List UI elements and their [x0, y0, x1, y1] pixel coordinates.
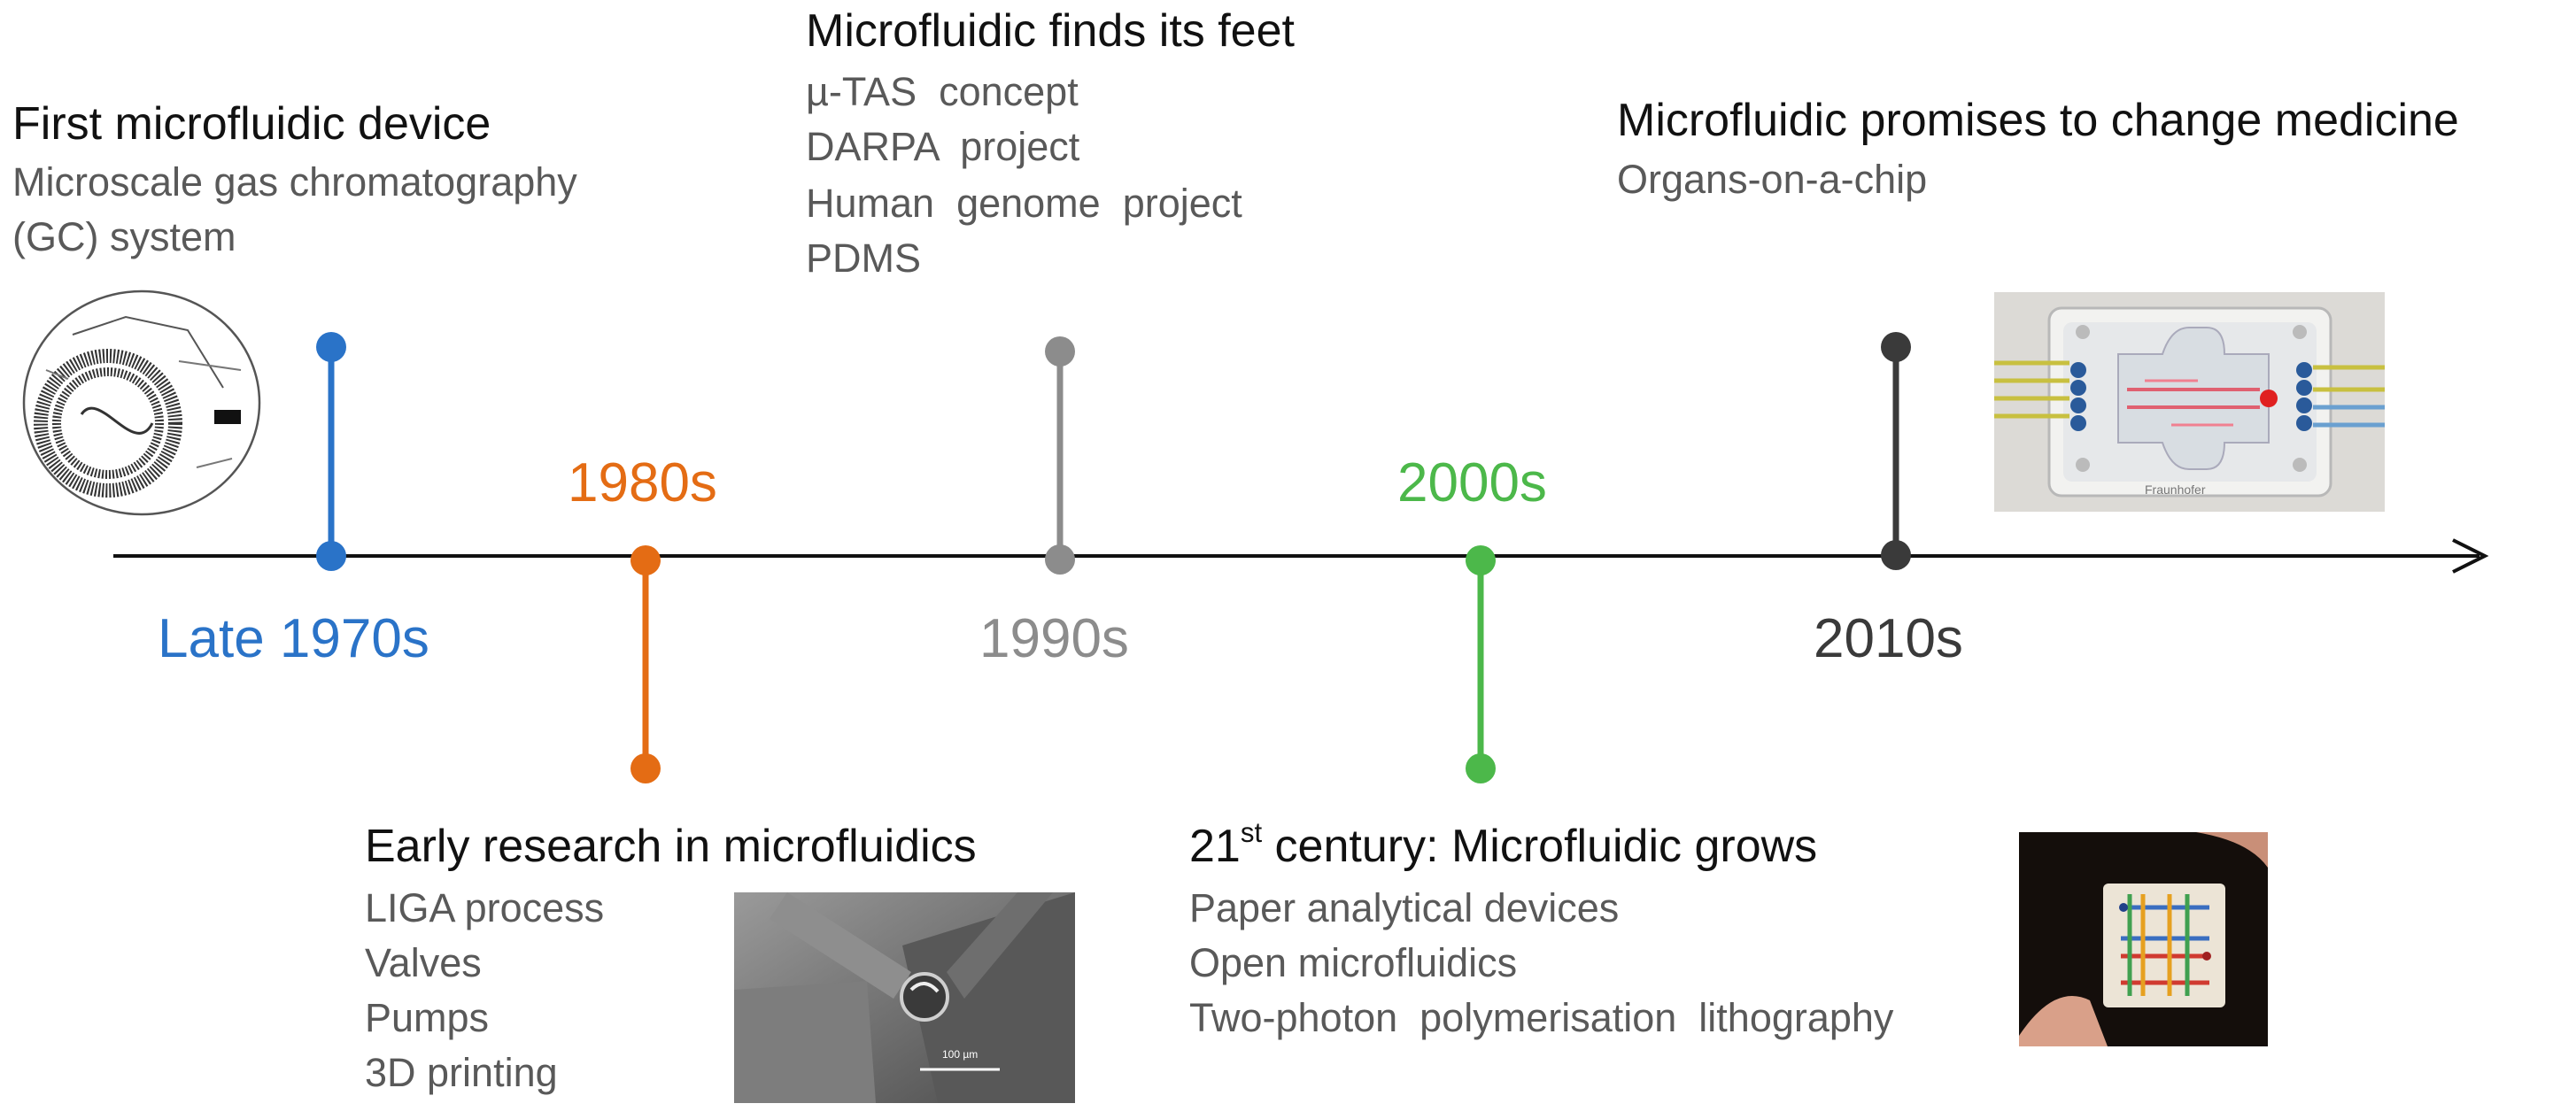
- event-item: Human genome project: [806, 181, 1242, 226]
- year-label-late1970s: Late 1970s: [158, 608, 429, 669]
- event-item: 3D printing: [365, 1050, 558, 1095]
- event-item: µ-TAS concept: [806, 69, 1079, 114]
- event-item: Open microfluidics: [1189, 940, 1518, 985]
- timeline-arrowhead: [2452, 538, 2489, 574]
- event-title-1990s: Microfluidic finds its feet: [806, 5, 1295, 57]
- scale-bar-label: 100 µm: [942, 1048, 979, 1061]
- marker-1990s: [1045, 336, 1075, 575]
- event-item: DARPA project: [806, 124, 1080, 169]
- sem-micrograph-image: 100 µm: [734, 892, 1075, 1103]
- event-item: (GC) system: [12, 214, 236, 259]
- year-label-2000s: 2000s: [1397, 452, 1547, 513]
- event-item: Valves: [365, 940, 482, 985]
- year-label-1980s: 1980s: [568, 452, 717, 513]
- paper-chip-image: [2019, 832, 2268, 1046]
- event-title-2010s: Microfluidic promises to change medicine: [1617, 95, 2459, 146]
- gas-chromatography-diagram: [22, 289, 261, 516]
- marker-late1970s: [316, 332, 346, 571]
- event-item: Paper analytical devices: [1189, 885, 1620, 930]
- event-item: LIGA process: [365, 885, 605, 930]
- event-title-late1970s: First microfluidic device: [12, 98, 491, 150]
- organ-chip-brand-label: Fraunhofer: [2145, 482, 2206, 497]
- marker-2000s: [1466, 545, 1496, 783]
- event-title-1980s: Early research in microfluidics: [365, 821, 977, 872]
- event-title-2000s: 21st century: Microfluidic grows: [1189, 817, 1818, 872]
- event-item: PDMS: [806, 235, 922, 281]
- event-item: Organs-on-a-chip: [1617, 157, 1928, 202]
- event-item: Microscale gas chromatography: [12, 159, 577, 205]
- event-item: Pumps: [365, 995, 490, 1040]
- year-label-2010s: 2010s: [1814, 608, 1963, 669]
- year-label-1990s: 1990s: [979, 608, 1129, 669]
- organ-on-chip-image: Fraunhofer: [1994, 292, 2385, 512]
- marker-2010s: [1881, 332, 1911, 570]
- marker-1980s: [630, 545, 661, 783]
- event-item: Two-photon polymerisation lithography: [1189, 995, 1894, 1040]
